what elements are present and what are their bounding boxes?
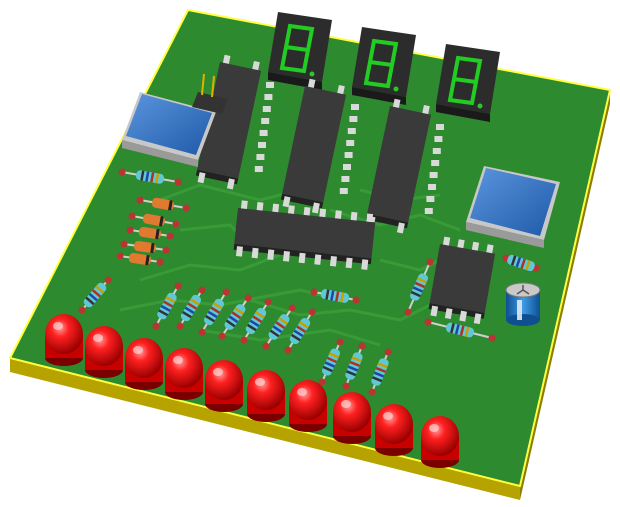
led (289, 380, 327, 432)
diode (128, 212, 180, 228)
ic-pin (258, 142, 266, 148)
led (85, 326, 123, 378)
ic-pin (432, 148, 441, 154)
ic-pin (434, 136, 443, 142)
ic-pin (264, 94, 273, 100)
ic-pin (429, 172, 438, 178)
trimmer-right (466, 166, 560, 248)
resistor (502, 254, 540, 272)
led (165, 348, 203, 400)
led (125, 338, 163, 390)
led (247, 370, 285, 422)
board-edge (10, 358, 520, 500)
diode (136, 196, 190, 212)
trace (159, 183, 301, 202)
resistor (342, 342, 366, 390)
ic-pin (431, 160, 440, 166)
trace (139, 253, 281, 282)
ic-chip (428, 236, 496, 325)
resistor (218, 294, 252, 340)
ic-pin (341, 176, 350, 182)
resistor (368, 348, 392, 396)
resistor (240, 298, 272, 344)
resistor (262, 304, 296, 350)
ic-pin (428, 184, 436, 190)
resistor (78, 276, 112, 314)
ic-pin (339, 188, 348, 194)
ic-pin (426, 196, 435, 202)
resistor (118, 168, 182, 186)
ic-pin (347, 128, 356, 134)
ic-pin (436, 124, 444, 130)
diode (120, 240, 170, 254)
red-leds (45, 314, 459, 468)
resistor (404, 258, 434, 316)
led (205, 360, 243, 412)
led (375, 404, 413, 456)
ic-pin (343, 164, 351, 170)
led (45, 314, 83, 366)
diode (126, 226, 174, 240)
seven-segment-display (268, 12, 332, 90)
integrated-circuits (195, 54, 496, 325)
ic-pin (424, 208, 433, 214)
ic-chip (233, 200, 376, 270)
ic-pin (344, 152, 353, 158)
ic-pin (266, 82, 274, 88)
resistor (318, 338, 344, 386)
seven-segment-display (352, 27, 416, 105)
jumper-pins (192, 73, 228, 114)
trimmer-left (122, 92, 216, 167)
resistor (310, 288, 360, 304)
ic-pin (261, 118, 270, 124)
resistor (176, 286, 206, 330)
ic-pin (351, 104, 359, 110)
ic-chip (195, 54, 262, 190)
seven-segment-displays (268, 12, 500, 122)
ic-chip (280, 78, 347, 214)
diode (116, 252, 164, 266)
electrolytic-capacitor (505, 282, 541, 326)
resistors (78, 168, 540, 396)
ic-pin (346, 140, 355, 146)
resistor (198, 288, 230, 336)
led (333, 392, 371, 444)
ic-pin (256, 154, 265, 160)
ic-pin (349, 116, 358, 122)
resistor (424, 318, 496, 342)
led (421, 416, 459, 468)
ic-pin (259, 130, 268, 136)
resistor (284, 308, 316, 354)
diodes (116, 196, 190, 266)
seven-segment-display (436, 44, 500, 122)
ic-pin (262, 106, 271, 112)
trace (249, 298, 431, 322)
ic-pin (254, 166, 263, 172)
resistor (152, 282, 182, 330)
